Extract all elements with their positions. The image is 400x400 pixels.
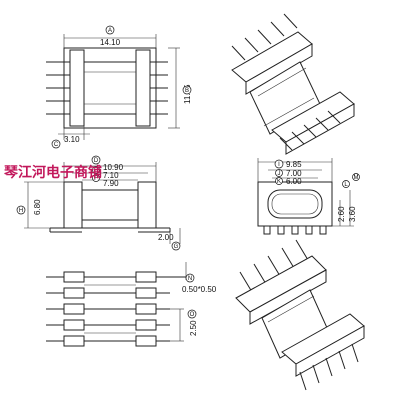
label-k: K bbox=[277, 179, 281, 185]
bottom-view-left-pads bbox=[63, 271, 85, 347]
end-view-core-opening bbox=[267, 189, 323, 219]
width-value: 14.10 bbox=[100, 38, 121, 47]
label-e: E bbox=[94, 168, 98, 174]
label-h: H bbox=[19, 208, 23, 214]
top-view: A 14.10 11.45 B 3.10 C bbox=[46, 25, 192, 149]
label-c: C bbox=[54, 142, 59, 148]
label-k-marker bbox=[275, 177, 283, 185]
h-value: 6.80 bbox=[33, 199, 42, 215]
l-value: 2.60 bbox=[337, 206, 346, 222]
j-value: 7.00 bbox=[286, 169, 302, 178]
top-view-pins bbox=[46, 61, 168, 115]
bottom-view-right-pads bbox=[135, 271, 157, 347]
label-o-marker bbox=[187, 309, 197, 319]
label-d-marker bbox=[91, 155, 101, 165]
iso-top-lower-pins bbox=[279, 110, 341, 151]
iso-top-upper-pins bbox=[231, 13, 298, 61]
label-e-marker bbox=[92, 166, 100, 174]
label-n-marker bbox=[185, 273, 195, 283]
label-b: B bbox=[185, 88, 189, 94]
bottom-view: N 0.50*0.50 O 2.50 bbox=[46, 262, 217, 347]
end-view: I 9.85 J 7.00 K 6.00 2.60 3.60 L M bbox=[257, 158, 360, 235]
label-g: G bbox=[174, 244, 179, 250]
d-value: 10.90 bbox=[103, 163, 124, 172]
label-i-marker bbox=[274, 159, 284, 169]
label-c-marker bbox=[51, 139, 61, 149]
label-j: J bbox=[278, 171, 281, 177]
n-value: 0.50*0.50 bbox=[182, 285, 217, 294]
label-a: A bbox=[108, 28, 112, 34]
label-m-marker bbox=[352, 173, 360, 181]
o-value: 2.50 bbox=[189, 320, 198, 336]
label-f-marker bbox=[92, 174, 100, 182]
label-l-marker bbox=[342, 180, 350, 188]
label-d: D bbox=[94, 158, 99, 164]
label-n: N bbox=[188, 276, 192, 282]
side-view-right-flange bbox=[137, 181, 157, 229]
bottom-view-pins bbox=[46, 276, 186, 342]
label-g-marker bbox=[171, 241, 181, 251]
shop-watermark: 琴江河电子商铺 bbox=[4, 165, 102, 181]
label-b-marker bbox=[182, 85, 192, 95]
label-a-marker bbox=[105, 25, 115, 35]
side-view-left-flange bbox=[63, 181, 83, 229]
end-view-pins bbox=[263, 225, 327, 235]
label-j-marker bbox=[275, 169, 283, 177]
side-view: D 10.90 E 7.10 F 7.90 H 6.80 2.00 G bbox=[16, 155, 181, 251]
side-view-core bbox=[81, 189, 139, 221]
isometric-view-top bbox=[231, 13, 355, 155]
top-view-core bbox=[83, 61, 137, 115]
e-value: 7.10 bbox=[103, 171, 119, 180]
i-value: 9.85 bbox=[286, 160, 302, 169]
k-value: 6.00 bbox=[286, 177, 302, 186]
label-f: F bbox=[94, 176, 98, 182]
top-view-left-flange bbox=[69, 49, 85, 127]
label-o: O bbox=[190, 312, 195, 318]
m-value: 3.60 bbox=[348, 206, 357, 222]
label-m: M bbox=[354, 175, 359, 181]
offset-value: 3.10 bbox=[64, 135, 80, 144]
label-h-marker bbox=[16, 205, 26, 215]
f-value: 7.90 bbox=[103, 179, 119, 188]
iso-bottom-upper-pins bbox=[239, 239, 309, 293]
top-view-right-flange bbox=[135, 49, 151, 127]
g-value: 2.00 bbox=[158, 233, 174, 242]
label-l: L bbox=[344, 182, 348, 188]
label-i: I bbox=[278, 162, 280, 168]
isometric-view-bottom bbox=[235, 239, 365, 391]
iso-bottom-lower-pins bbox=[299, 343, 359, 391]
